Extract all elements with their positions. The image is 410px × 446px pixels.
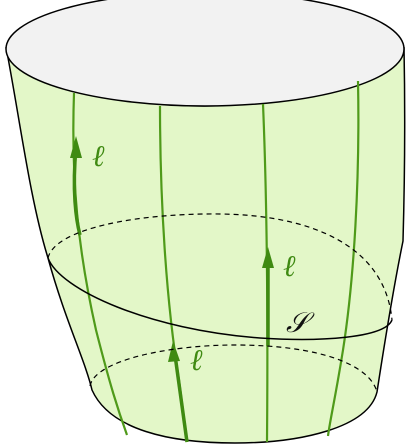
label-ell-bottom: ℓ	[190, 343, 203, 378]
generator-arrow-shaft-1	[72, 147, 82, 236]
section-curve-back-dashed	[47, 213, 393, 321]
generator-arrow-head-1	[70, 136, 82, 158]
section-curve-front	[47, 257, 393, 341]
generator-arrow-head-3	[168, 341, 180, 362]
bottom-ellipse-back-dashed	[89, 344, 378, 393]
label-ell-upper-left: ℓ	[92, 139, 105, 174]
generator-arrow-shaft-3	[173, 354, 189, 443]
top-ellipse	[5, 0, 405, 107]
generator-line-4	[326, 80, 360, 437]
label-ell-middle-right: ℓ	[283, 249, 296, 284]
generator-arrow-head-2	[262, 247, 274, 268]
